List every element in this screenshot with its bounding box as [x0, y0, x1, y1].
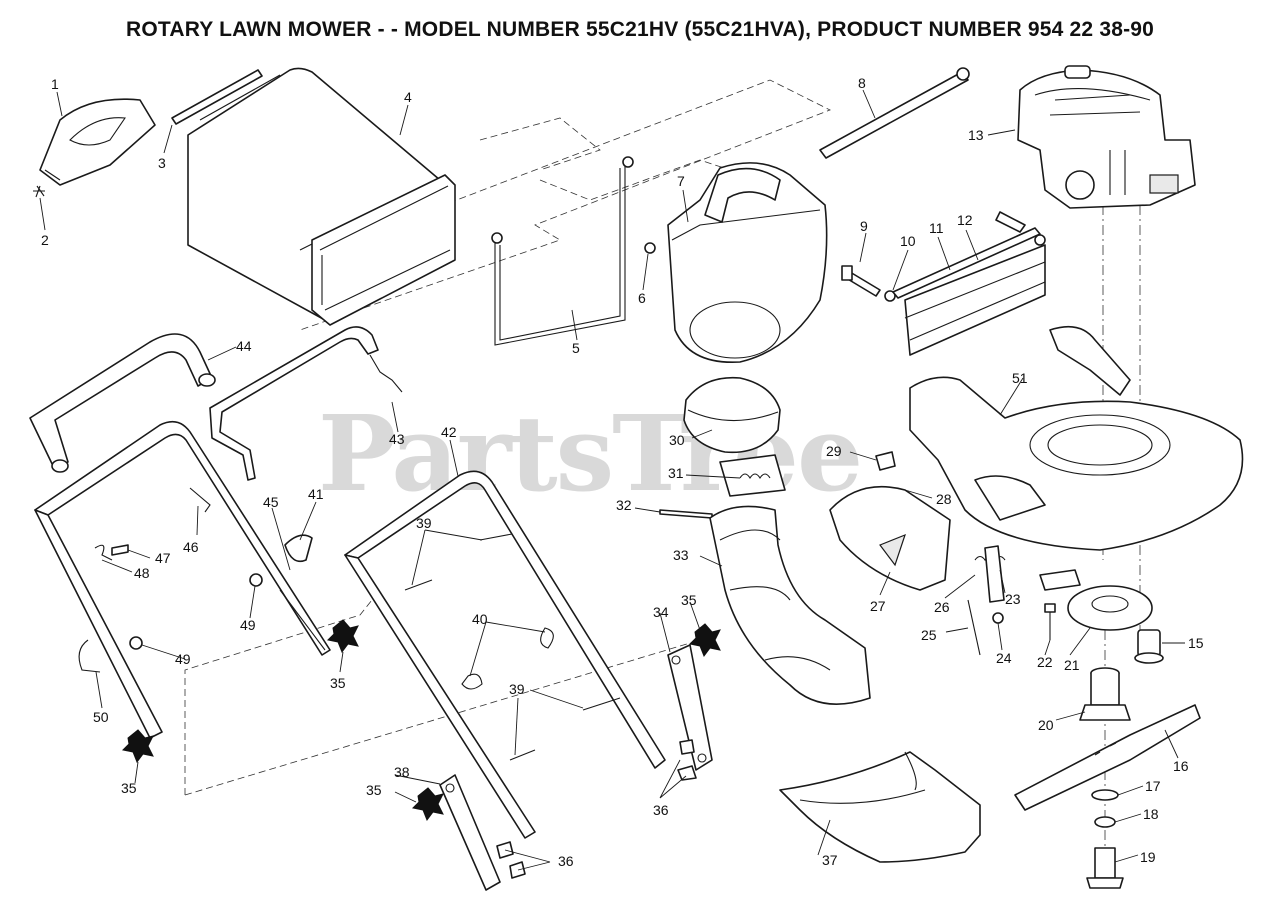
label-part-9: 9 — [860, 218, 868, 234]
label-part-8: 8 — [858, 75, 866, 91]
part-3-rod — [171, 69, 263, 125]
label-part-49a: 49 — [240, 617, 256, 633]
part-29-bolt — [875, 451, 896, 471]
part-45-upper-handle-tube — [34, 420, 331, 739]
label-part-35a: 35 — [681, 592, 697, 608]
label-part-35c: 35 — [121, 780, 137, 796]
part-28-side-chute — [829, 485, 951, 591]
label-part-2: 2 — [41, 232, 49, 248]
label-part-11: 11 — [929, 220, 944, 236]
label-part-32: 32 — [616, 497, 632, 513]
part-43-control-bail — [209, 326, 403, 481]
part-9-bolt — [841, 265, 881, 297]
label-part-33: 33 — [673, 547, 689, 563]
label-part-12: 12 — [957, 212, 973, 228]
page-title: ROTARY LAWN MOWER - - MODEL NUMBER 55C21… — [125, 18, 1155, 41]
part-44-upper-handle — [29, 333, 216, 473]
label-part-21: 21 — [1064, 657, 1080, 673]
label-part-47: 47 — [155, 550, 171, 566]
label-part-28: 28 — [936, 491, 952, 507]
label-part-37: 37 — [822, 852, 838, 868]
label-part-24: 24 — [996, 650, 1012, 666]
label-part-15: 15 — [1188, 635, 1204, 651]
label-part-19: 19 — [1140, 849, 1156, 865]
label-part-50: 50 — [93, 709, 109, 725]
part-30-chute-cover — [683, 376, 781, 454]
label-part-46: 46 — [183, 539, 199, 555]
part-21-blade-adapter — [1039, 569, 1153, 631]
label-part-1: 1 — [51, 76, 59, 92]
label-part-16: 16 — [1173, 758, 1189, 774]
part-1-handle-grip — [39, 98, 156, 186]
label-part-4: 4 — [404, 89, 412, 105]
label-part-6: 6 — [638, 290, 646, 306]
label-part-3: 3 — [158, 155, 166, 171]
label-part-36a: 36 — [653, 802, 669, 818]
label-part-22: 22 — [1037, 654, 1053, 670]
part-38-handle-bracket — [439, 774, 501, 891]
small-hardware — [78, 487, 713, 879]
part-11-flap-rod — [892, 211, 1046, 299]
part-35-handle-knobs — [121, 619, 721, 822]
label-part-36b: 36 — [558, 853, 574, 869]
part-15-bolt — [1134, 629, 1164, 664]
label-part-5: 5 — [572, 340, 580, 356]
label-part-26: 26 — [934, 599, 950, 615]
label-part-41: 41 — [308, 486, 324, 502]
part-34-handle-bracket — [667, 644, 713, 771]
part-number-labels: 1 2 3 4 5 6 7 8 9 10 11 12 13 15 16 17 1… — [41, 75, 1204, 869]
label-part-35b: 35 — [330, 675, 346, 691]
part-5-bag-frame-wire — [491, 156, 634, 346]
part-31-hinge-spring — [719, 454, 786, 497]
part-37-mulch-plug — [779, 751, 981, 863]
part-22-screw — [1044, 603, 1056, 640]
part-4-grass-bag — [187, 67, 456, 326]
part-12-rear-flap — [904, 244, 1046, 356]
label-part-18: 18 — [1143, 806, 1159, 822]
part-7-rear-cover — [667, 162, 828, 364]
part-6-clip — [644, 242, 656, 254]
part-42-lower-handle — [344, 470, 666, 839]
label-part-49b: 49 — [175, 651, 191, 667]
label-part-43: 43 — [389, 431, 405, 447]
label-part-7: 7 — [677, 173, 685, 189]
part-16-blade — [1014, 704, 1201, 811]
part-51-mower-deck — [909, 325, 1244, 551]
label-part-34: 34 — [653, 604, 669, 620]
label-part-44: 44 — [236, 338, 252, 354]
label-part-51: 51 — [1012, 370, 1028, 386]
part-13-engine — [1017, 65, 1196, 209]
part-2-pin — [33, 185, 45, 198]
label-part-13: 13 — [968, 127, 984, 143]
label-part-27: 27 — [870, 598, 886, 614]
label-part-30: 30 — [669, 432, 685, 448]
part-33-discharge-chute — [709, 505, 871, 705]
label-part-39b: 39 — [509, 681, 525, 697]
label-part-42: 42 — [441, 424, 457, 440]
label-part-29: 29 — [826, 443, 842, 459]
label-part-20: 20 — [1038, 717, 1054, 733]
leader-lines — [39, 89, 1185, 871]
label-part-45: 45 — [263, 494, 279, 510]
label-part-48: 48 — [134, 565, 150, 581]
label-part-10: 10 — [900, 233, 916, 249]
part-10-washer — [884, 290, 896, 302]
label-part-40: 40 — [472, 611, 488, 627]
part-8-axle-rod — [819, 67, 970, 159]
part-20-blade-adapter — [1079, 667, 1131, 721]
label-part-31: 31 — [668, 465, 684, 481]
label-part-17: 17 — [1145, 778, 1161, 794]
label-part-39a: 39 — [416, 515, 432, 531]
label-part-23: 23 — [1005, 591, 1021, 607]
label-part-38: 38 — [394, 764, 410, 780]
part-23-26-height-adjuster — [967, 545, 1006, 656]
label-part-25: 25 — [921, 627, 937, 643]
label-part-35d: 35 — [366, 782, 382, 798]
